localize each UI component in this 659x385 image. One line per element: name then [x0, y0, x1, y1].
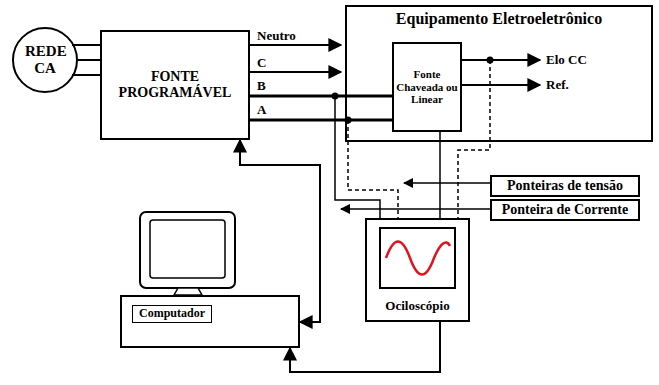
phase-label: C: [256, 55, 267, 70]
voltage-probe-wire: [348, 120, 398, 218]
output-arrow: [460, 59, 540, 61]
computer-case: Computador: [120, 295, 300, 348]
voltage-probe-wire: [458, 60, 490, 218]
device-label: Computador: [132, 305, 212, 323]
connector: [78, 59, 100, 61]
node-text: Ociloscópio: [385, 299, 449, 314]
output-arrow: [460, 84, 540, 86]
output-arrow: [250, 71, 341, 73]
node-text: Ponteiras de tensão: [507, 178, 623, 194]
ac-source-circle: REDE CA: [12, 27, 78, 93]
equipment-box: Equipamento EletroeletrônicoFonte Chavea…: [345, 5, 653, 142]
node-text: Ponteira de Corrente: [502, 202, 628, 218]
node-text: Equipamento Eletroeletrônico: [396, 10, 602, 28]
output-arrow: [250, 44, 341, 46]
signal-label: Ref.: [545, 77, 570, 92]
phase-label: B: [256, 78, 267, 93]
phase-label: A: [256, 102, 267, 117]
signal-label: Elo CC: [545, 52, 588, 67]
monitor-stand: [174, 288, 202, 295]
node-text: Fonte Chaveada ou Linear: [394, 68, 460, 106]
pointer-arrow: [341, 208, 490, 210]
probe-label-box: Ponteira de Corrente: [490, 199, 640, 221]
pointer-arrow: [404, 182, 490, 184]
scope-waveform: [386, 242, 450, 275]
programmable-source-box: FONTE PROGRAMÁVEL: [100, 30, 250, 140]
node-text: FONTE PROGRAMÁVEL: [102, 69, 248, 101]
probe-label-box: Ponteiras de tensão: [490, 175, 640, 197]
current-probe-wire: [335, 96, 380, 218]
connector: [290, 322, 440, 372]
connector: [250, 95, 392, 98]
voltage-probe-wire: [439, 130, 441, 218]
supply-wire: [72, 44, 100, 46]
node-text: REDE CA: [25, 43, 65, 78]
power-supply-box: Fonte Chaveada ou Linear: [392, 42, 462, 132]
supply-wire: [72, 74, 100, 76]
oscilloscope-box: Ociloscópio: [365, 218, 470, 322]
monitor-screen: [150, 220, 225, 278]
scope-screen: [380, 228, 455, 288]
phase-label: Neutro: [256, 28, 297, 43]
connector: [250, 119, 392, 122]
monitor: [140, 212, 235, 288]
